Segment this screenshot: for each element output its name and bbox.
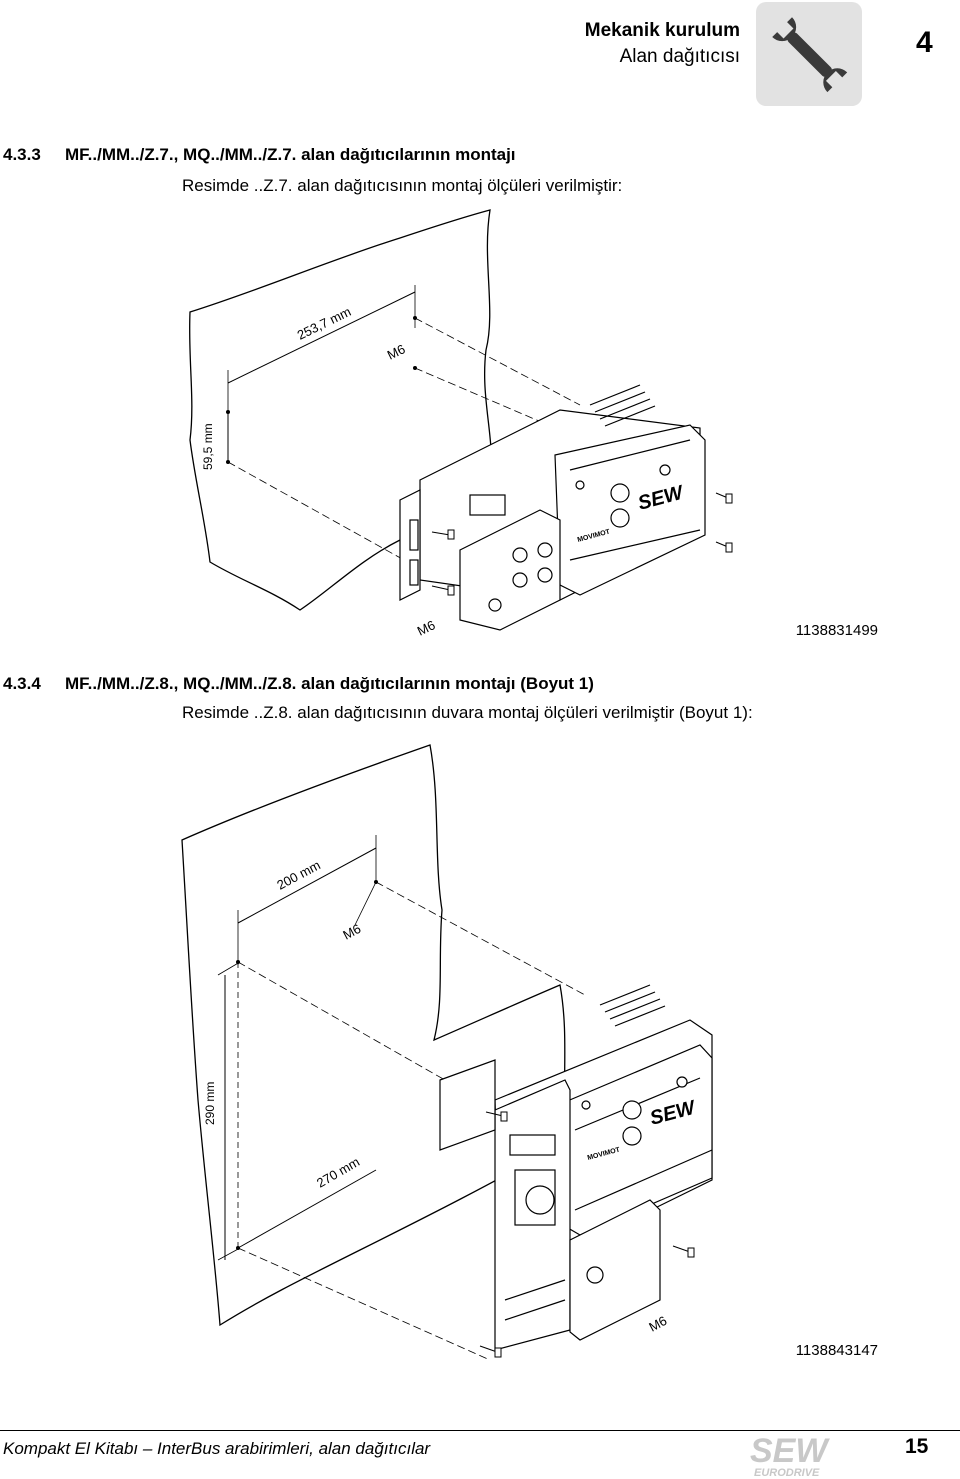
chapter-icon-box <box>756 2 862 106</box>
section-number: 4.3.4 <box>3 674 41 693</box>
bolt-icons <box>479 1111 695 1358</box>
mounting-drawing: 253,7 mm 59,5 mm M6 <box>189 209 733 639</box>
bolt-icons <box>431 492 733 596</box>
section-number: 4.3.3 <box>3 145 41 164</box>
footer-text: Kompakt El Kitabı – InterBus arabirimler… <box>3 1439 431 1458</box>
svg-text:SEW: SEW <box>750 1432 830 1470</box>
svg-text:EURODRIVE: EURODRIVE <box>754 1467 820 1478</box>
figure-mounting-z7: 253,7 mm 59,5 mm M6 <box>0 200 960 650</box>
bolt-label-bottom: M6 <box>646 1313 669 1335</box>
sew-eurodrive-logo: SEW EURODRIVE <box>746 1432 864 1479</box>
chapter-number: 4 <box>916 26 933 59</box>
dim-vertical-label: 59,5 mm <box>201 423 215 470</box>
dim-horizontal-label: 200 mm <box>274 857 323 892</box>
section-text: Resimde ..Z.7. alan dağıtıcısının montaj… <box>182 176 623 195</box>
field-distributor-device <box>399 384 706 631</box>
figure-mounting-z8: 200 mm M6 290 mm 270 mm <box>0 740 960 1370</box>
dim-horizontal-label: 253,7 mm <box>295 304 354 343</box>
bolt-label-top: M6 <box>385 341 408 362</box>
figure-id: 1138843147 <box>795 1342 878 1359</box>
bolt-label-bottom: M6 <box>415 617 438 638</box>
chapter-title: Mekanik kurulum <box>584 20 740 41</box>
bolt-label-top: M6 <box>340 921 363 943</box>
dim-diagonal-label: 270 mm <box>314 1154 362 1190</box>
section-title: MF../MM../Z.8., MQ../MM../Z.8. alan dağı… <box>65 674 594 693</box>
wrench-icon <box>772 17 848 93</box>
section-text: Resimde ..Z.8. alan dağıtıcısının duvara… <box>182 703 753 722</box>
dim-vertical-label: 290 mm <box>203 1082 217 1125</box>
mounting-drawing: 200 mm M6 290 mm 270 mm <box>181 744 713 1361</box>
figure-id: 1138831499 <box>795 622 878 639</box>
chapter-subtitle: Alan dağıtıcısı <box>619 46 740 67</box>
field-distributor-device <box>439 984 713 1351</box>
section-title: MF../MM../Z.7., MQ../MM../Z.7. alan dağı… <box>65 145 516 164</box>
footer-divider <box>0 1430 960 1431</box>
page-number: 15 <box>905 1435 929 1458</box>
